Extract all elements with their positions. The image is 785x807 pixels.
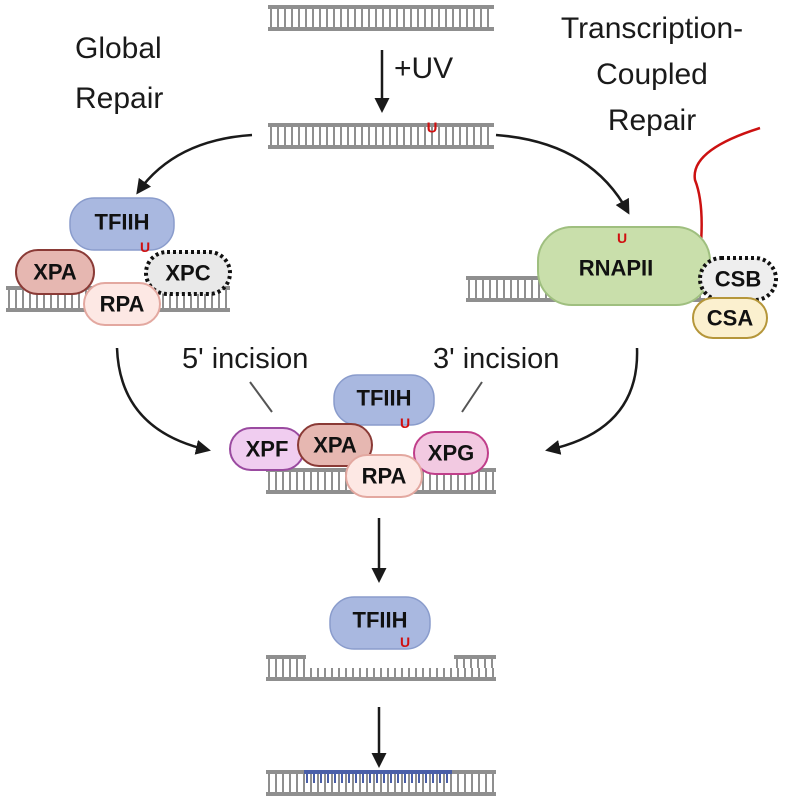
- svg-text:XPF: XPF: [246, 437, 289, 462]
- xpg-protein: XPG: [413, 431, 489, 475]
- arrow-tcr-to-incision: [545, 347, 639, 455]
- arrow-to-global-repair: [136, 133, 253, 195]
- tfiih-complex-excision: TFIIH: [329, 596, 431, 650]
- incision-3-label: 3' incision: [433, 343, 559, 375]
- incision-5-label: 5' incision: [182, 343, 308, 375]
- incision-complex: TFIIH U XPF XPG XPA RPA: [229, 374, 489, 498]
- arrow-to-tcr: [495, 133, 630, 215]
- svg-text:TFIIH: TFIIH: [357, 386, 412, 411]
- arrow-gg-to-incision: [115, 347, 211, 455]
- svg-text:XPA: XPA: [33, 260, 77, 285]
- tfiih-complex-incision: TFIIH: [333, 374, 435, 426]
- svg-text:XPA: XPA: [313, 433, 357, 458]
- dna-repaired: [266, 770, 496, 796]
- csb-protein: CSB: [698, 256, 778, 302]
- svg-text:CSB: CSB: [715, 267, 761, 292]
- uv-lesion-mark-gg: U: [140, 239, 150, 255]
- uv-lesion-mark-incision: U: [400, 415, 410, 431]
- xpa-protein-gg: XPA: [15, 249, 95, 295]
- tcr-complex: RNAPII U CSB CSA: [537, 226, 778, 339]
- tcr-label-line3: Repair: [608, 104, 696, 137]
- svg-text:TFIIH: TFIIH: [353, 608, 408, 633]
- uv-lesion-mark-excision: U: [400, 634, 410, 650]
- svg-text:XPC: XPC: [165, 261, 210, 286]
- svg-text:TFIIH: TFIIH: [95, 210, 150, 235]
- tcr-label-line1: Transcription-: [561, 12, 743, 45]
- rnapii-complex: RNAPII: [537, 226, 711, 306]
- global-repair-label-line1: Global: [75, 32, 162, 65]
- incision-5-pointer: [249, 381, 273, 413]
- svg-text:CSA: CSA: [707, 306, 754, 331]
- xpa-protein-incision: XPA: [297, 423, 373, 467]
- rpa-protein-gg: RPA: [83, 282, 161, 326]
- csa-protein: CSA: [692, 297, 768, 339]
- global-repair-label-line2: Repair: [75, 82, 163, 115]
- incision-3-pointer: [461, 381, 483, 413]
- tfiih-complex-gg: TFIIH: [69, 197, 175, 251]
- dna-undamaged: [268, 5, 494, 31]
- svg-text:RPA: RPA: [362, 464, 407, 489]
- uv-lesion-mark: U: [427, 120, 438, 137]
- dna-gapped: [266, 655, 496, 681]
- dna-damaged: [268, 123, 494, 149]
- excision-step: TFIIH U: [329, 596, 431, 650]
- uv-label: +UV: [394, 52, 453, 85]
- svg-text:XPG: XPG: [428, 441, 474, 466]
- uv-lesion-mark-tcr: U: [617, 230, 627, 246]
- tcr-label-line2: Coupled: [596, 58, 708, 91]
- xpf-protein: XPF: [229, 427, 305, 471]
- arrows: [115, 50, 639, 768]
- svg-text:RPA: RPA: [100, 292, 145, 317]
- svg-text:RNAPII: RNAPII: [579, 256, 654, 281]
- global-repair-complex: TFIIH U XPC XPA RPA: [15, 197, 232, 326]
- xpc-protein: XPC: [144, 250, 232, 296]
- rpa-protein-incision: RPA: [345, 454, 423, 498]
